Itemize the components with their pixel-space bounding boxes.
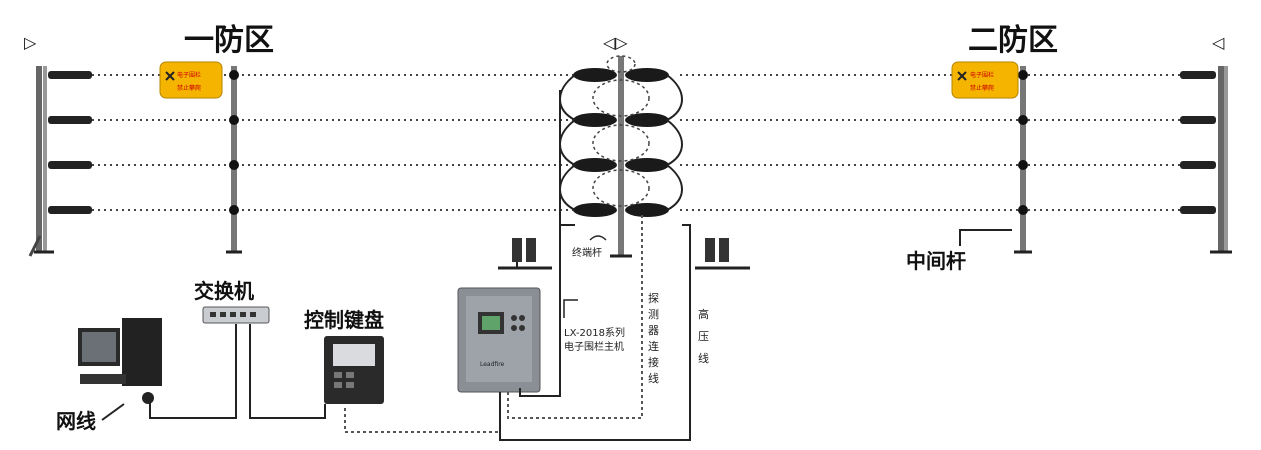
arrester-left <box>498 238 552 270</box>
tensioner-right-1 <box>1180 71 1216 79</box>
warning-sign-zone2: 电子围栏 禁止攀爬 <box>951 61 1019 99</box>
middle-post-zone1 <box>226 66 242 254</box>
detector-line-label: 探 测 器 连 接 线 <box>648 292 659 385</box>
tensioner-left-2 <box>48 116 92 124</box>
sign-text-1: 电子围栏 <box>177 71 201 79</box>
arrester-right <box>695 238 750 270</box>
zone2-title: 二防区 <box>968 23 1058 58</box>
zone-end-marker: ◁ <box>1211 33 1225 52</box>
svg-text:连: 连 <box>648 340 659 353</box>
tensioner-left-3 <box>48 161 92 169</box>
end-post-right <box>1210 66 1232 254</box>
line-pole-arrow <box>589 235 607 241</box>
zone-start-marker: ▷ <box>24 33 37 52</box>
tensioner-right-3 <box>1180 161 1216 169</box>
hv-line-label: 高 压 线 <box>698 307 709 365</box>
host-label-line2: 电子围栏主机 <box>564 340 624 353</box>
host-arrow <box>563 299 578 318</box>
keyboard-label: 控制键盘 <box>304 308 384 332</box>
computer <box>78 318 162 404</box>
detector-cables <box>344 215 643 433</box>
warning-sign-zone1: 电子围栏 禁止攀爬 <box>159 61 223 99</box>
host-label-line1: LX-2018系列 <box>564 326 625 339</box>
fence-posts <box>28 56 1232 258</box>
sign-text-2: 禁止攀爬 <box>177 84 201 92</box>
tensioner-left-4 <box>48 206 92 214</box>
fence-host-unit: Leadfire <box>457 287 541 393</box>
svg-text:压: 压 <box>698 330 709 343</box>
middle-pole-arrow <box>959 229 1012 246</box>
lan-cables <box>149 324 326 419</box>
network-cable-arrow <box>101 403 125 421</box>
middle-post-zone2 <box>1014 66 1032 254</box>
svg-text:线: 线 <box>648 371 659 385</box>
hv-cables <box>499 90 691 441</box>
host-brand: Leadfire <box>480 361 505 368</box>
fence-wires <box>92 74 1180 211</box>
center-insulators <box>559 55 683 217</box>
network-switch <box>202 306 270 324</box>
zone-divider-marker: ◁▷ <box>602 33 628 52</box>
svg-text:测: 测 <box>648 308 659 321</box>
middle-pole-label: 中间杆 <box>906 249 966 273</box>
tensioner-left-1 <box>48 71 92 79</box>
end-tensioners <box>48 71 1216 214</box>
warning-icon <box>165 71 175 81</box>
svg-text:线: 线 <box>698 351 709 365</box>
svg-text:器: 器 <box>648 324 659 337</box>
tensioner-right-2 <box>1180 116 1216 124</box>
control-keyboard <box>324 336 384 404</box>
svg-text:高: 高 <box>698 307 709 321</box>
tensioner-right-4 <box>1180 206 1216 214</box>
svg-text:接: 接 <box>648 356 659 369</box>
line-pole-label: 终端杆 <box>572 246 602 259</box>
zone1-title: 一防区 <box>184 23 274 58</box>
end-post-left <box>28 66 54 257</box>
network-cable-label: 网线 <box>56 409 96 433</box>
sign-text-4: 禁止攀爬 <box>970 84 994 92</box>
warning-icon <box>957 71 967 81</box>
sign-text-3: 电子围栏 <box>970 71 994 79</box>
center-divider-post <box>610 56 632 258</box>
switch-label: 交换机 <box>194 279 254 303</box>
svg-text:探: 探 <box>648 292 659 305</box>
